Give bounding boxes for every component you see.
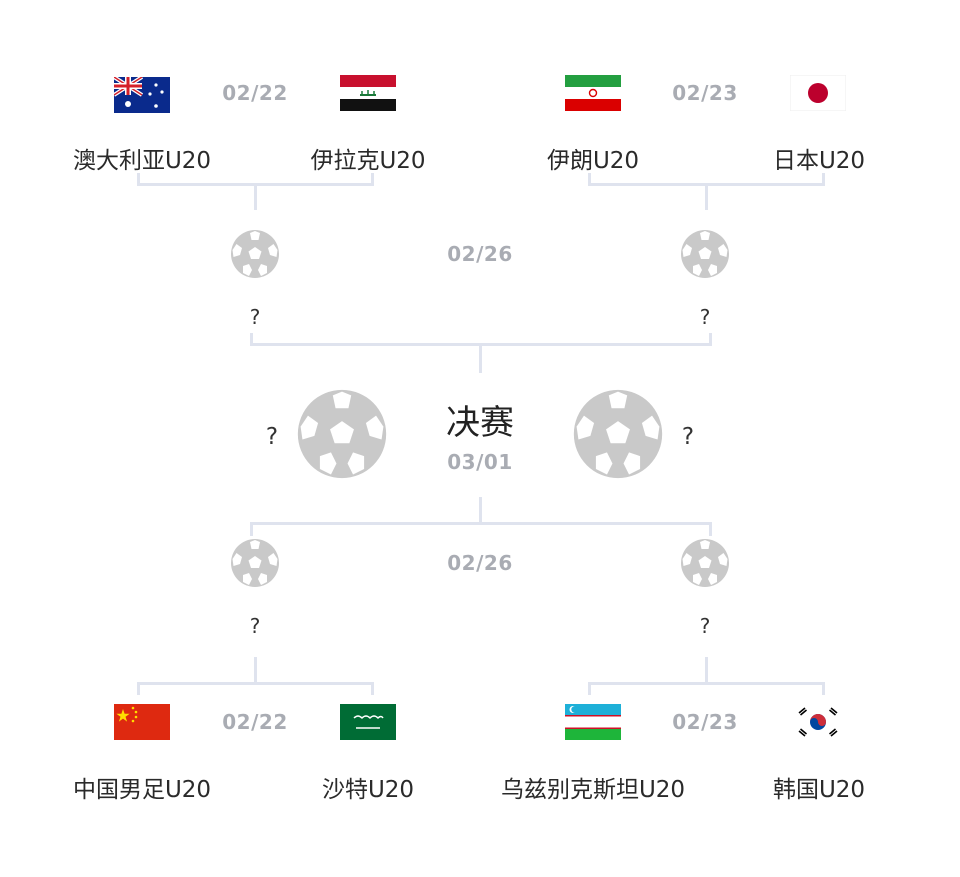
connector-line [137, 183, 374, 186]
connector-line [250, 522, 712, 525]
team-name: 澳大利亚U20 [72, 148, 212, 174]
soccer-ball-icon [296, 388, 388, 480]
connector-line [250, 333, 253, 345]
match-date: 02/23 [672, 81, 738, 105]
match-date: 02/22 [222, 81, 288, 105]
saudi-arabia-flag [340, 704, 396, 740]
connector-line [250, 343, 712, 346]
connector-line [822, 173, 825, 185]
team-name: 韩国U20 [772, 777, 866, 803]
unknown-team: ? [249, 614, 261, 638]
iraq-flag [340, 75, 396, 111]
connector-line [479, 497, 482, 524]
unknown-team: ? [699, 614, 711, 638]
connector-line [254, 657, 257, 684]
team-name: 日本U20 [772, 148, 866, 174]
final-date: 03/01 [447, 450, 513, 474]
connector-line [137, 173, 140, 185]
connector-line [588, 173, 591, 185]
connector-line [705, 185, 708, 210]
unknown-team: ? [681, 424, 695, 450]
connector-line [137, 682, 140, 695]
south-korea-flag [790, 704, 846, 740]
china-flag [114, 704, 170, 740]
team-name: 伊朗U20 [546, 148, 640, 174]
unknown-team: ? [265, 424, 279, 450]
connector-line [705, 657, 708, 684]
soccer-ball-icon [680, 538, 730, 588]
team-name: 乌兹别克斯坦U20 [500, 777, 686, 803]
team-name: 伊拉克U20 [310, 148, 426, 174]
connector-line [709, 333, 712, 345]
connector-line [137, 682, 374, 685]
uzbekistan-flag [565, 704, 621, 740]
match-date: 02/26 [447, 551, 513, 575]
match-date: 02/23 [672, 710, 738, 734]
japan-flag [790, 75, 846, 111]
connector-line [371, 173, 374, 185]
final-title: 决赛 [446, 403, 514, 443]
connector-line [709, 522, 712, 536]
connector-line [588, 682, 591, 695]
soccer-ball-icon [680, 229, 730, 279]
connector-line [479, 345, 482, 373]
iran-flag [565, 75, 621, 111]
connector-line [588, 183, 825, 186]
unknown-team: ? [249, 305, 261, 329]
connector-line [588, 682, 825, 685]
soccer-ball-icon [230, 229, 280, 279]
team-name: 沙特U20 [321, 777, 415, 803]
soccer-ball-icon [230, 538, 280, 588]
unknown-team: ? [699, 305, 711, 329]
australia-flag [114, 77, 170, 113]
match-date: 02/22 [222, 710, 288, 734]
team-name: 中国男足U20 [72, 777, 212, 803]
connector-line [250, 522, 253, 536]
connector-line [254, 185, 257, 210]
connector-line [371, 682, 374, 695]
match-date: 02/26 [447, 242, 513, 266]
connector-line [822, 682, 825, 695]
soccer-ball-icon [572, 388, 664, 480]
